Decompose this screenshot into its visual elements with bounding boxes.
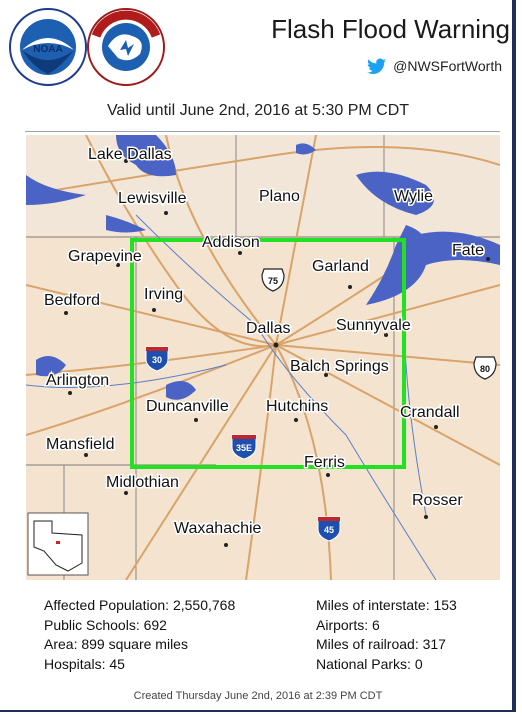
lake-grapevine-north xyxy=(26,175,86,205)
city-dot xyxy=(326,473,330,477)
city-dots xyxy=(64,159,490,547)
city-label: Balch Springs xyxy=(290,358,389,375)
city-dot xyxy=(64,311,68,315)
interstate-30-shield-icon: 30 xyxy=(145,346,169,372)
svg-text:75: 75 xyxy=(268,276,278,286)
header-divider xyxy=(25,131,500,132)
city-dot xyxy=(124,159,128,163)
city-dot xyxy=(84,453,88,457)
city-dot xyxy=(164,211,168,215)
city-dot xyxy=(238,251,242,255)
city-label: Mansfield xyxy=(46,436,114,453)
city-label: Sunnyvale xyxy=(336,317,411,334)
impact-stats-left: Affected Population: 2,550,768 Public Sc… xyxy=(44,596,235,674)
svg-text:35E: 35E xyxy=(236,443,252,453)
nws-logo-icon xyxy=(87,8,165,86)
city-label: Crandall xyxy=(400,404,460,421)
created-timestamp: Created Thursday June 2nd, 2016 at 2:39 … xyxy=(133,690,383,702)
city-dot xyxy=(294,418,298,422)
city-dot xyxy=(348,285,352,289)
city-dot xyxy=(486,257,490,261)
city-dot xyxy=(194,418,198,422)
warning-area-polygon xyxy=(130,238,406,469)
interstate-35e-shield-icon: 35E xyxy=(231,434,257,460)
stat-airports: Airports: 6 xyxy=(316,616,380,633)
city-dot xyxy=(273,342,279,348)
city-label: Fate xyxy=(452,242,484,259)
city-label: Garland xyxy=(312,258,369,275)
city-label: Midlothian xyxy=(106,474,179,491)
impact-stats-right: Miles of interstate: 153 Airports: 6 Mil… xyxy=(316,596,457,674)
stat-miles-railroad: Miles of railroad: 317 xyxy=(316,636,446,652)
lake-ray-hubbard-east xyxy=(416,231,500,265)
city-label: Dallas xyxy=(246,320,290,337)
lake-arlington xyxy=(36,356,66,377)
city-dot xyxy=(152,308,156,312)
city-dot xyxy=(434,425,438,429)
warning-title: Flash Flood Warning xyxy=(271,14,510,44)
city-label: Bedford xyxy=(44,292,100,309)
lake-grapevine xyxy=(106,215,146,233)
stat-national-parks: National Parks: 0 xyxy=(316,655,423,672)
city-label: Lake Dallas xyxy=(88,146,172,163)
twitter-handle[interactable]: @NWSFortWorth xyxy=(367,58,502,74)
us-80-shield-icon: 80 xyxy=(473,356,497,380)
noaa-logo-text: NOAA xyxy=(33,44,62,55)
lake-lavon xyxy=(356,171,434,215)
city-labels: Lake Dallas Lewisville Plano Wylie Addis… xyxy=(43,145,486,539)
stat-area: Area: 899 square miles xyxy=(44,636,188,652)
city-label: Addison xyxy=(202,234,260,251)
svg-text:45: 45 xyxy=(324,525,334,535)
city-dot xyxy=(224,543,228,547)
texas-locator-inset xyxy=(27,512,89,576)
city-dot xyxy=(116,263,120,267)
interstate-45-shield-icon: 45 xyxy=(317,516,341,542)
agency-logos: NOAA xyxy=(9,8,165,86)
us-75-shield-icon: 75 xyxy=(261,268,285,292)
city-label: Grapevine xyxy=(68,248,142,265)
small-lake xyxy=(296,143,316,155)
city-label: Rosser xyxy=(412,492,463,509)
svg-text:30: 30 xyxy=(152,355,162,365)
city-dot xyxy=(68,391,72,395)
twitter-handle-text: @NWSFortWorth xyxy=(393,58,502,74)
lake-lewisville xyxy=(116,135,176,177)
city-label: Arlington xyxy=(46,372,109,389)
stat-miles-interstate: Miles of interstate: 153 xyxy=(316,597,457,613)
city-label: Waxahachie xyxy=(174,520,262,537)
lake-ray-hubbard xyxy=(366,225,429,305)
stat-hospitals: Hospitals: 45 xyxy=(44,655,125,672)
mountain-creek-lake xyxy=(166,381,196,400)
stat-affected-population: Affected Population: 2,550,768 xyxy=(44,597,236,613)
noaa-logo-icon: NOAA xyxy=(9,8,87,86)
city-label: Ferris xyxy=(304,454,345,471)
city-dot xyxy=(384,333,388,337)
city-dot xyxy=(124,491,128,495)
lakes xyxy=(26,135,500,400)
city-dot xyxy=(282,193,286,197)
city-label: Plano xyxy=(259,188,300,205)
stat-public-schools: Public Schools: 692 xyxy=(44,616,167,633)
city-label: Lewisville xyxy=(118,190,187,207)
city-label: Duncanville xyxy=(146,398,229,415)
city-label: Hutchins xyxy=(266,398,328,415)
warning-map: Lake Dallas Lewisville Plano Wylie Addis… xyxy=(26,135,500,580)
valid-until-text: Valid until June 2nd, 2016 at 5:30 PM CD… xyxy=(106,102,410,119)
city-dot xyxy=(324,373,328,377)
city-dot xyxy=(424,515,428,519)
twitter-bird-icon xyxy=(367,58,387,74)
city-dot xyxy=(402,197,406,201)
city-label: Irving xyxy=(144,286,183,303)
city-label: Wylie xyxy=(394,188,433,205)
svg-text:80: 80 xyxy=(480,364,490,374)
